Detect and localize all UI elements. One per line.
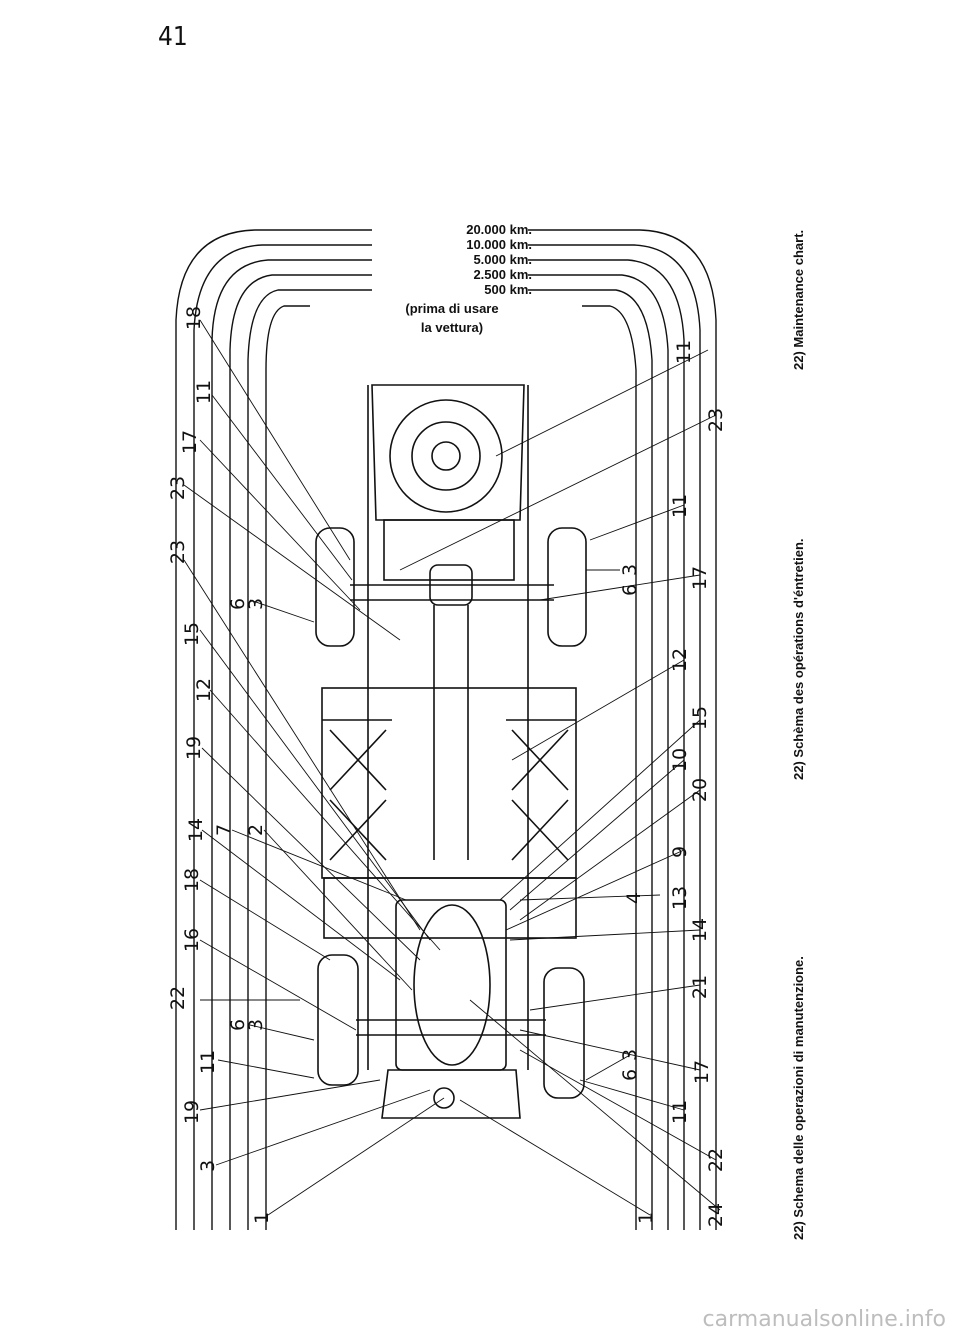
legend-note-line2: la vettura) xyxy=(420,320,484,335)
left-callout-17: 3 xyxy=(245,1019,267,1031)
left-callout-6: 3 xyxy=(245,598,267,610)
left-callout-15: 22 xyxy=(167,986,189,1010)
right-callout-3: 3 xyxy=(619,564,641,576)
left-callout-5: 6 xyxy=(227,598,249,610)
legend-interval-2500: 2.500 km. xyxy=(473,267,532,282)
left-callout-14: 16 xyxy=(181,928,203,952)
right-callout-14: 21 xyxy=(689,975,711,999)
caption-italian: 22) Schema delle operazioni di manutenzi… xyxy=(791,956,806,1240)
legend-interval-500: 500 km. xyxy=(484,282,532,297)
left-callout-8: 12 xyxy=(193,678,215,702)
legend-interval-5000: 5.000 km. xyxy=(473,252,532,267)
right-callout-2: 11 xyxy=(669,494,691,518)
right-callout-6: 12 xyxy=(669,648,691,672)
chassis-outline xyxy=(315,384,587,1119)
left-callout-18: 11 xyxy=(197,1050,219,1074)
right-callout-20: 24 xyxy=(705,1203,727,1227)
left-callout-3: 23 xyxy=(167,476,189,500)
interval-track-lines xyxy=(175,229,717,1230)
left-callout-0: 18 xyxy=(183,306,205,330)
left-callout-9: 19 xyxy=(183,736,205,760)
left-callout-13: 18 xyxy=(181,868,203,892)
left-callout-20: 3 xyxy=(197,1160,219,1172)
right-callout-16: 6 xyxy=(619,1069,641,1081)
right-callout-0: 11 xyxy=(673,340,695,364)
legend-interval-10000: 10.000 km. xyxy=(466,237,532,252)
left-callout-16: 6 xyxy=(227,1019,249,1031)
leader-lines xyxy=(183,319,721,1216)
legend-interval-20000: 20.000 km. xyxy=(466,222,532,237)
left-callout-21: 1 xyxy=(251,1212,273,1224)
left-callout-2: 17 xyxy=(179,430,201,454)
right-callout-11: 13 xyxy=(669,886,691,910)
right-callout-9: 20 xyxy=(689,778,711,802)
right-callout-18: 11 xyxy=(669,1100,691,1124)
right-callout-1: 23 xyxy=(705,408,727,432)
left-callout-7: 15 xyxy=(181,622,203,646)
right-callout-21: 1 xyxy=(635,1212,657,1224)
right-callout-7: 15 xyxy=(689,706,711,730)
right-callout-15: 3 xyxy=(619,1049,641,1061)
page-number: 41 xyxy=(158,22,188,52)
right-callout-5: 17 xyxy=(689,566,711,590)
left-callout-10: 14 xyxy=(185,818,207,842)
right-callout-13: 14 xyxy=(689,918,711,942)
left-callout-1: 11 xyxy=(193,380,215,404)
right-callout-12: 4 xyxy=(623,892,645,904)
left-callout-4: 23 xyxy=(167,540,189,564)
interval-legend: 20.000 km. 10.000 km. 5.000 km. 2.500 km… xyxy=(372,222,532,335)
left-callout-11: 7 xyxy=(213,824,235,836)
right-callout-19: 22 xyxy=(705,1148,727,1172)
left-callout-12: 2 xyxy=(245,824,267,836)
caption-english: 22) Maintenance chart. xyxy=(791,229,806,370)
right-callout-17: 17 xyxy=(691,1060,713,1084)
watermark: carmanualsonline.info xyxy=(702,1307,946,1332)
left-callout-19: 19 xyxy=(181,1100,203,1124)
right-callout-8: 10 xyxy=(669,748,691,772)
right-callout-10: 9 xyxy=(669,846,691,858)
legend-note-line1: (prima di usare xyxy=(405,301,499,316)
right-callout-4: 6 xyxy=(619,584,641,596)
caption-french: 22) Schèma des opérations d'éntretien. xyxy=(791,538,806,781)
